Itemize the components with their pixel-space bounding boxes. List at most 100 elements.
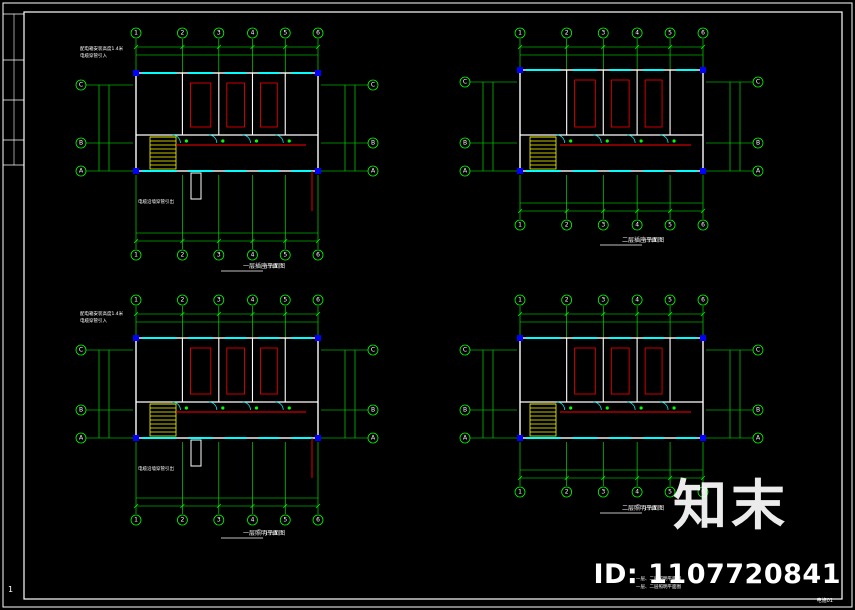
plan-title: 二层照明平面图 <box>622 505 664 512</box>
axis-bubble <box>664 486 676 498</box>
axis-bubble <box>561 294 573 306</box>
structural-column <box>700 67 706 73</box>
dimension-tick <box>564 311 569 317</box>
row-bubble <box>75 404 87 416</box>
switch-symbol <box>254 139 259 143</box>
axis-label: 5 <box>668 30 672 37</box>
axis-label: 6 <box>701 30 705 37</box>
switch-symbol <box>605 139 609 143</box>
axis-label: 1 <box>134 517 138 524</box>
row-label: B <box>371 407 375 414</box>
axis-bubble <box>279 27 291 39</box>
switch-symbol <box>569 139 573 143</box>
dimension-tick <box>133 238 139 244</box>
axis-bubble <box>247 294 258 306</box>
door-swing <box>627 134 636 144</box>
row-label: A <box>756 168 761 175</box>
axis-bubble <box>279 294 291 306</box>
axis-bubble <box>177 27 188 39</box>
axis-label: 3 <box>601 30 605 37</box>
axis-bubble <box>631 219 643 231</box>
row-label: B <box>371 140 375 147</box>
row-label: B <box>79 407 83 414</box>
row-label: B <box>79 140 83 147</box>
row-bubble <box>75 79 87 91</box>
axis-bubble <box>312 27 324 39</box>
dimension-tick <box>283 503 288 509</box>
dimension-tick <box>315 311 321 317</box>
axis-label: 4 <box>251 517 255 524</box>
axis-bubble <box>664 294 676 306</box>
dimension-tick <box>700 475 706 481</box>
structural-column <box>133 70 139 76</box>
row-bubble <box>752 76 764 88</box>
door-swing <box>593 401 602 411</box>
switch-symbol <box>672 406 676 410</box>
row-label: A <box>79 435 84 442</box>
axis-bubble <box>130 249 142 261</box>
axis-bubble <box>697 486 709 498</box>
row-label: C <box>79 347 83 354</box>
row-bubble <box>75 137 87 149</box>
axis-bubble <box>130 294 142 306</box>
switch-symbol <box>672 139 676 143</box>
structural-column <box>133 335 139 341</box>
axis-bubble <box>177 249 188 261</box>
structural-column <box>315 70 321 76</box>
dimension-tick <box>601 44 606 50</box>
plan-title: 一层照明平面图 <box>243 530 285 537</box>
note-cable-exit: 电缆沿墙穿管引出 <box>138 465 174 472</box>
dimension-tick <box>180 44 185 50</box>
door-swing <box>242 401 251 411</box>
axis-label: 1 <box>134 252 138 259</box>
axis-label: 6 <box>316 297 320 304</box>
axis-label: 2 <box>180 30 184 37</box>
inner-frame <box>23 11 843 600</box>
axis-label: 5 <box>283 30 287 37</box>
note-box: 配电箱安装高度1.4米 <box>80 45 124 52</box>
row-label: A <box>371 168 376 175</box>
axis-bubble <box>177 514 188 526</box>
sheet-code: 电施01 <box>816 598 833 604</box>
axis-label: 4 <box>635 297 639 304</box>
axis-label: 2 <box>180 517 184 524</box>
axis-bubble <box>279 514 291 526</box>
door-swing <box>593 134 602 144</box>
axis-bubble <box>514 219 526 231</box>
axis-bubble <box>561 27 573 39</box>
dimension-tick <box>564 475 569 481</box>
switch-symbol <box>184 139 189 143</box>
dimension-tick <box>634 475 640 481</box>
switch-symbol <box>605 406 609 410</box>
door-swing <box>627 401 636 411</box>
wiring-loop <box>644 347 663 395</box>
axis-bubble <box>312 294 324 306</box>
axis-label: 5 <box>668 297 672 304</box>
axis-label: 3 <box>217 297 221 304</box>
axis-bubble <box>631 294 643 306</box>
entrance-block <box>190 172 202 200</box>
axis-bubble <box>312 249 324 261</box>
door-swing <box>556 134 566 144</box>
axis-bubble <box>130 27 142 39</box>
axis-bubble <box>631 486 643 498</box>
dimension-tick <box>315 503 321 509</box>
row-bubble <box>459 404 471 416</box>
row-label: A <box>463 168 468 175</box>
axis-bubble <box>279 249 291 261</box>
row-label: C <box>756 79 760 86</box>
axis-label: 6 <box>701 297 705 304</box>
wiring-loop <box>190 347 212 395</box>
row-bubble <box>752 165 764 177</box>
structural-column <box>517 335 523 341</box>
axis-bubble <box>247 514 258 526</box>
axis-bubble <box>213 294 225 306</box>
axis-label: 1 <box>134 297 138 304</box>
axis-label: 4 <box>635 489 639 496</box>
structural-column <box>133 168 139 174</box>
stair-outline <box>529 403 557 437</box>
dimension-tick <box>517 311 523 317</box>
structural-column <box>700 168 706 174</box>
